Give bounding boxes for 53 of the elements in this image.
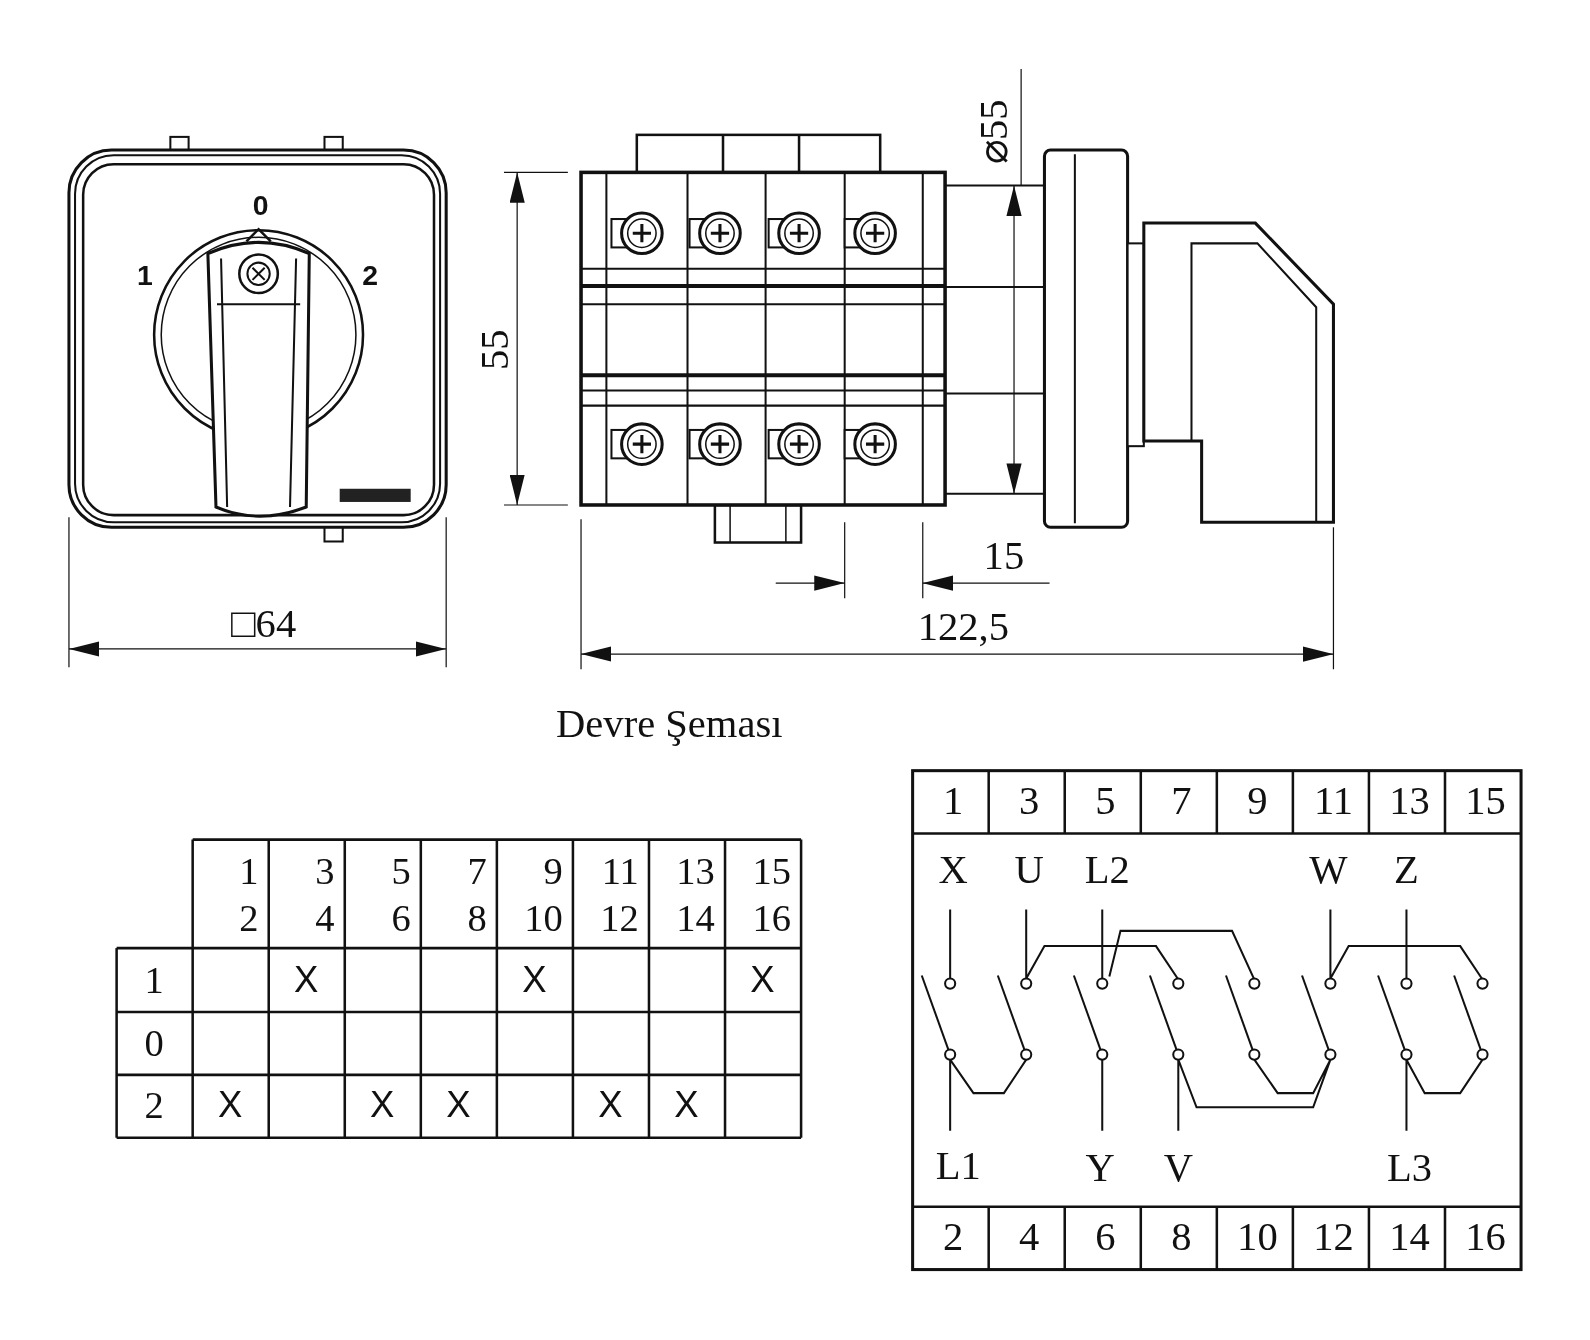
row-header: 0 [144,1023,164,1062]
dimension-label: 15 [983,535,1025,576]
terminal-label: L2 [1084,849,1130,891]
contact-mark: X [370,1087,395,1124]
column-header: 15 16 [752,848,791,941]
terminal-number: 6 [1095,1216,1116,1258]
contact-mark: X [522,961,547,998]
terminal-number: 12 [1313,1216,1354,1258]
terminal-label: Y [1085,1147,1115,1189]
dimension-label: 55 [474,329,516,371]
terminal-number: 3 [1019,780,1040,822]
position-number: 1 [137,261,153,290]
terminal-number: 4 [1019,1216,1040,1258]
contact-mark: X [674,1087,699,1124]
terminal-number: 2 [943,1216,964,1258]
dimension-label: ⌀55 [973,99,1015,165]
terminal-number: 9 [1247,780,1268,822]
column-header: 7 8 [467,848,487,941]
column-header: 9 10 [524,848,563,941]
terminal-label: L1 [935,1145,981,1187]
position-number: 2 [362,261,378,290]
terminal-number: 8 [1171,1216,1192,1258]
contact-mark: X [294,961,319,998]
terminal-label: W [1309,849,1348,891]
terminal-number: 10 [1237,1216,1278,1258]
column-header: 1 2 [239,848,259,941]
contact-mark: X [218,1087,243,1124]
position-number: 0 [252,191,269,221]
terminal-label: L3 [1386,1147,1433,1189]
terminal-number: 11 [1313,780,1353,822]
column-header: 11 12 [600,848,639,941]
row-header: 1 [144,960,164,999]
contact-mark: X [598,1087,623,1124]
terminal-label: X [938,849,968,891]
terminal-number: 13 [1389,780,1430,822]
terminal-label: Z [1394,849,1419,891]
terminal-number: 1 [943,780,964,822]
terminal-number: 16 [1465,1216,1506,1258]
terminal-label: U [1014,849,1044,891]
contact-mark: X [750,961,775,998]
dimension-label: 122,5 [917,606,1009,647]
contact-mark: X [446,1087,471,1124]
section-heading: Devre Şeması [556,703,783,745]
dimension-label: □64 [231,603,297,644]
terminal-number: 5 [1095,780,1116,822]
column-header: 13 14 [676,848,715,941]
terminal-number: 14 [1389,1216,1430,1258]
terminal-number: 7 [1171,780,1192,822]
terminal-label: V [1163,1147,1193,1189]
row-header: 2 [144,1086,164,1125]
terminal-number: 15 [1465,780,1506,822]
column-header: 3 4 [315,848,335,941]
column-header: 5 6 [391,848,411,941]
